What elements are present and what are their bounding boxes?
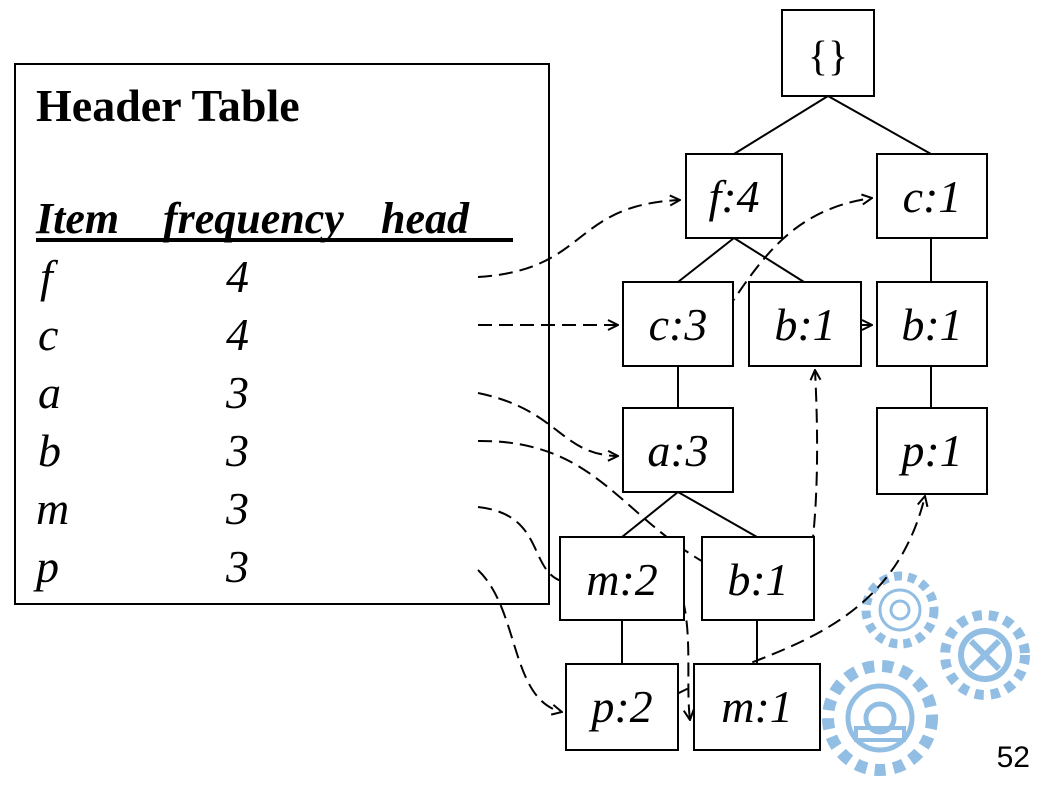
column-header-frequency: frequency <box>163 194 344 243</box>
tree-node-p1: p:1 <box>876 407 988 495</box>
tree-edges <box>621 95 932 664</box>
tree-node-m1: m:1 <box>693 663 821 751</box>
row-item: b <box>38 425 61 476</box>
tree-edge <box>827 95 932 155</box>
row-frequency: 3 <box>225 367 249 418</box>
node-label: f:4 <box>708 171 759 222</box>
tree-node-c3: c:3 <box>622 281 734 367</box>
node-link-m <box>477 506 570 583</box>
tree-node-root: {} <box>781 9 875 97</box>
node-label: m:2 <box>586 554 658 605</box>
node-label: {} <box>808 34 848 80</box>
row-frequency: 3 <box>225 541 249 592</box>
tree-node-p2: p:2 <box>565 663 679 751</box>
row-item: c <box>38 309 58 360</box>
row-frequency: 4 <box>226 309 249 360</box>
tree-edge <box>677 237 735 283</box>
tree-node-f4: f:4 <box>685 153 783 239</box>
tree-node-b1-low: b:1 <box>701 536 815 621</box>
node-label: c:1 <box>903 171 962 222</box>
tree-node-b1-right: b:1 <box>876 281 988 367</box>
node-label: a:3 <box>647 425 708 476</box>
tree-edge <box>677 491 758 538</box>
column-header-item: Item <box>35 194 119 243</box>
node-link-a <box>477 392 618 456</box>
node-label: p:2 <box>588 681 652 732</box>
tree-node-b1-mid: b:1 <box>748 281 862 367</box>
header-table-box <box>14 63 550 605</box>
node-link-m2-m1 <box>675 579 690 720</box>
node-label: p:1 <box>898 425 962 476</box>
slide-number: 52 <box>997 741 1030 774</box>
tree-node-c1: c:1 <box>876 153 988 239</box>
node-link-p2-p1 <box>674 496 925 696</box>
node-label: m:1 <box>721 681 793 732</box>
row-frequency: 3 <box>225 483 249 534</box>
node-label: c:3 <box>649 299 708 350</box>
tree-edge <box>733 237 805 283</box>
row-item: a <box>38 367 61 418</box>
node-label: b:1 <box>774 299 835 350</box>
tree-node-a3: a:3 <box>622 407 734 493</box>
row-item: p <box>33 541 59 592</box>
node-link-p <box>477 569 562 712</box>
header-table-title: Header Table <box>36 80 300 131</box>
node-label: b:1 <box>901 299 962 350</box>
row-frequency: 4 <box>226 251 249 302</box>
tree-nodes: {} f:4 c:1 c:3 b:1 b:1 a:3 p:1 <box>559 9 988 751</box>
tree-edge <box>621 491 679 538</box>
gear-logo-icon <box>822 571 1030 776</box>
tree-node-m2: m:2 <box>559 536 685 621</box>
node-link-f <box>477 200 680 278</box>
node-label: b:1 <box>727 554 788 605</box>
row-item: m <box>36 483 69 534</box>
column-header-head: head <box>381 194 470 243</box>
tree-edge <box>733 95 829 155</box>
row-frequency: 3 <box>225 425 249 476</box>
